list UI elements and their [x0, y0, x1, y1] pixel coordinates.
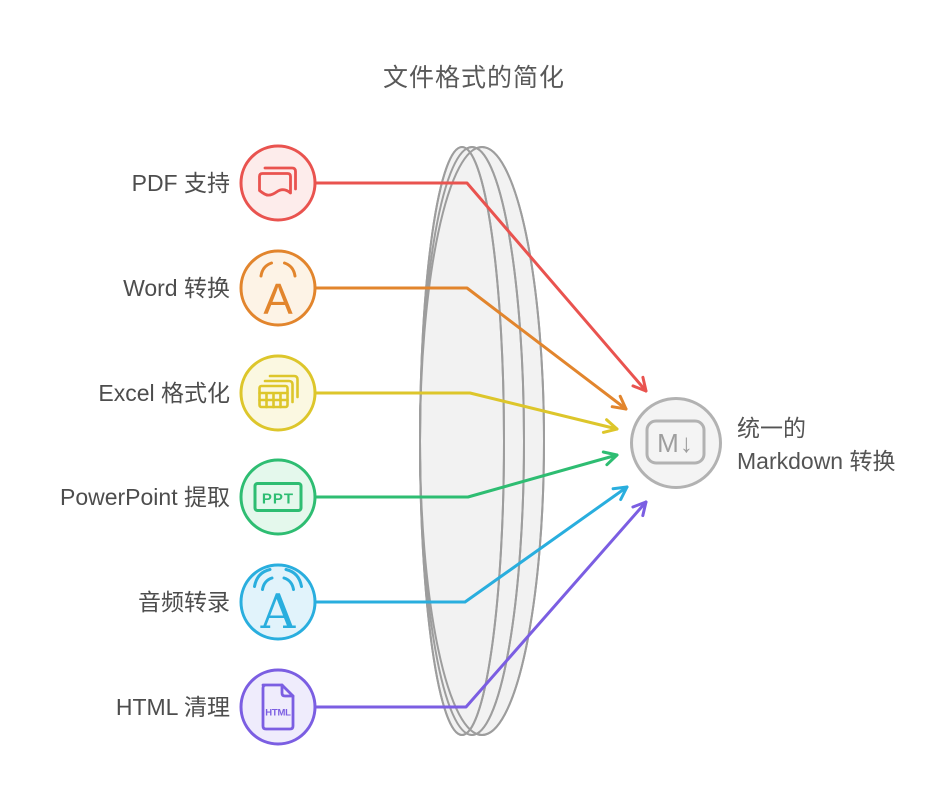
source-label-powerpoint: PowerPoint 提取: [59, 484, 230, 510]
source-label-pdf: PDF 支持: [131, 170, 230, 196]
audio-wave-right-inner: [282, 576, 295, 591]
audio-waves-icon: A: [239, 563, 317, 641]
html-icon-ring: [239, 668, 317, 746]
target-label-line1: 统一的: [737, 415, 806, 441]
arrow-excel-shaft: [313, 391, 619, 431]
arrow-audio-shaft: [313, 485, 629, 604]
markdown-badge-frame: [645, 419, 706, 465]
audio-wave-left-outer: [253, 568, 272, 588]
word-icon-fill: [241, 251, 315, 325]
html-file-label: HTML: [265, 708, 291, 719]
pdf-icon-ring: [239, 144, 317, 222]
ppt-badge-icon: PPT: [239, 458, 317, 536]
source-label-excel: Excel 格式化: [98, 380, 230, 406]
diagram-title: 文件格式的简化: [382, 64, 565, 92]
arrow-ppt-head: [601, 450, 619, 467]
arrow-word-head: [610, 394, 628, 411]
arrow-ppt: [313, 450, 619, 499]
html-icon-fill: [241, 670, 315, 744]
audio-icon-fill: [241, 565, 315, 639]
html-file-outline: [261, 683, 295, 731]
audio-letter-glyph: A: [260, 584, 297, 640]
arrow-excel-head: [601, 418, 619, 434]
arrow-pdf: [313, 181, 648, 393]
arrow-html: [313, 500, 648, 709]
pdf-pages-icon: [239, 144, 317, 222]
lens-front-outline: [419, 146, 505, 736]
target-label: 统一的 Markdown 转换: [737, 412, 895, 478]
arrow-html-shaft: [313, 500, 648, 709]
excel-sheets-icon: [239, 354, 317, 432]
excel-table-grid: [258, 391, 289, 409]
pdf-front-page: [258, 172, 292, 197]
source-label-html: HTML 清理: [115, 694, 230, 720]
source-label-audio: 音频转录: [138, 589, 230, 615]
arrow-excel: [313, 391, 619, 434]
ppt-icon-ring: [239, 458, 317, 536]
word-icon-ring: [239, 249, 317, 327]
markdown-badge: M↓: [630, 397, 722, 489]
funnel-lens: [419, 146, 545, 736]
audio-icon-ring: [239, 563, 317, 641]
arrow-word-shaft: [313, 286, 628, 411]
word-letter-glyph: A: [263, 275, 293, 324]
ppt-box: [253, 482, 303, 512]
word-wave-right: [283, 261, 297, 278]
excel-icon-ring: [239, 354, 317, 432]
arrow-audio: [313, 485, 629, 604]
html-file-fold: [280, 683, 295, 698]
ppt-box-label: PPT: [262, 491, 294, 508]
arrow-ppt-shaft: [313, 453, 619, 499]
audio-wave-left-inner: [261, 576, 274, 591]
convergence-arrows: [313, 181, 648, 709]
arrow-pdf-head: [631, 375, 648, 393]
arrow-html-head: [631, 500, 648, 518]
ppt-icon-fill: [241, 460, 315, 534]
word-wave-left: [259, 261, 273, 278]
word-letter-icon: A: [239, 249, 317, 327]
excel-sheet-back: [268, 374, 299, 399]
excel-sheet-middle: [263, 379, 294, 404]
target-label-line2: Markdown 转换: [737, 448, 896, 474]
arrow-word: [313, 286, 628, 411]
audio-wave-right-outer: [284, 568, 303, 588]
arrow-audio-head: [611, 485, 629, 501]
pdf-icon-fill: [241, 146, 315, 220]
html-file-icon: HTML: [239, 668, 317, 746]
arrow-pdf-shaft: [313, 181, 648, 393]
source-label-word: Word 转换: [123, 275, 230, 301]
pdf-back-page: [263, 166, 297, 191]
markdown-badge-glyph: M↓: [657, 428, 694, 458]
